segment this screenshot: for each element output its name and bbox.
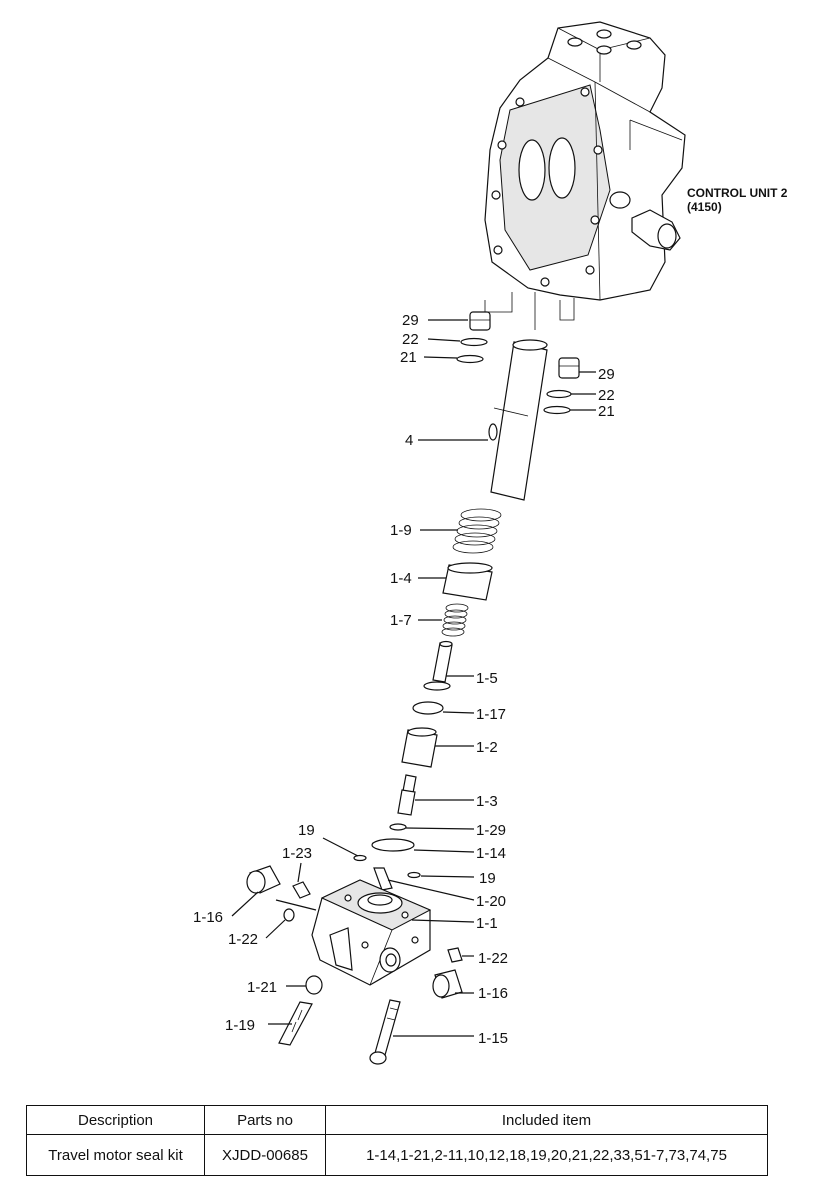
part-1-3-pin <box>397 774 417 816</box>
label-1-19: 1-19 <box>225 1017 255 1034</box>
label-1-29: 1-29 <box>476 822 506 839</box>
label-4: 4 <box>405 432 413 449</box>
label-1-20: 1-20 <box>476 893 506 910</box>
part-1-1-body <box>311 879 432 986</box>
label-1-22-right: 1-22 <box>478 950 508 967</box>
header-parts-no: Parts no <box>204 1105 326 1135</box>
label-19-left: 19 <box>298 822 315 839</box>
cell-included-item: 1-14,1-21,2-11,10,12,18,19,20,21,22,33,5… <box>325 1134 768 1176</box>
part-1-22-right <box>447 947 463 963</box>
part-1-7-spring <box>441 603 469 637</box>
part-4-spool <box>488 339 548 501</box>
cell-parts-no: XJDD-00685 <box>204 1134 326 1176</box>
label-29-left: 29 <box>402 312 419 329</box>
table-header-row: Description Parts no Included item <box>26 1105 768 1135</box>
label-1-9: 1-9 <box>390 522 412 539</box>
motor-housing <box>484 21 686 330</box>
part-1-23-plug <box>292 881 311 899</box>
label-1-16-left: 1-16 <box>193 909 223 926</box>
part-29-left <box>469 311 491 331</box>
label-22-left: 22 <box>402 331 419 348</box>
exploded-parts-diagram: CONTROL UNIT 2 (4150) 29 22 21 29 22 21 … <box>193 21 788 1065</box>
label-1-22-left: 1-22 <box>228 931 258 948</box>
header-description: Description <box>26 1105 205 1135</box>
part-1-19-screw <box>278 1001 313 1046</box>
label-1-21: 1-21 <box>247 979 277 996</box>
part-1-20-pin <box>373 867 393 891</box>
label-1-14: 1-14 <box>476 845 506 862</box>
part-21-right <box>543 405 571 415</box>
label-29-right: 29 <box>598 366 615 383</box>
part-22-left <box>460 337 488 347</box>
part-1-16-left <box>246 865 281 894</box>
label-1-7: 1-7 <box>390 612 412 629</box>
seal-kit-table: Description Parts no Included item Trave… <box>26 1105 768 1176</box>
part-1-16-right <box>432 969 463 999</box>
header-included-item: Included item <box>325 1105 768 1135</box>
part-19-right <box>407 871 421 879</box>
label-1-16-right: 1-16 <box>478 985 508 1002</box>
label-21-left: 21 <box>400 349 417 366</box>
label-1-15: 1-15 <box>478 1030 508 1047</box>
label-1-1: 1-1 <box>476 915 498 932</box>
part-1-14-oring <box>371 838 415 852</box>
part-1-9-spring <box>452 508 502 554</box>
part-19-left <box>353 854 367 862</box>
part-1-29-ring <box>389 823 407 831</box>
part-1-5-poppet <box>423 640 453 691</box>
part-29-right <box>558 357 580 379</box>
label-1-3: 1-3 <box>476 793 498 810</box>
part-22-right <box>546 389 572 399</box>
label-1-5: 1-5 <box>476 670 498 687</box>
part-1-15-bolt <box>369 999 401 1065</box>
cell-description: Travel motor seal kit <box>26 1134 205 1176</box>
label-1-23: 1-23 <box>282 845 312 862</box>
part-1-2-sleeve <box>401 727 438 768</box>
table-row: Travel motor seal kit XJDD-00685 1-14,1-… <box>26 1134 768 1176</box>
part-1-4-sleeve <box>442 562 493 601</box>
part-1-21-plug <box>305 975 323 995</box>
label-control-unit-ref: (4150) <box>687 200 722 214</box>
label-21-right: 21 <box>598 403 615 420</box>
label-19-right: 19 <box>479 870 496 887</box>
leader-lines <box>231 319 596 1037</box>
label-1-2: 1-2 <box>476 739 498 756</box>
label-1-4: 1-4 <box>390 570 412 587</box>
label-control-unit: CONTROL UNIT 2 <box>687 186 788 200</box>
label-22-right: 22 <box>598 387 615 404</box>
label-1-17: 1-17 <box>476 706 506 723</box>
part-1-22-left <box>283 908 295 922</box>
part-1-17-ring <box>412 701 444 715</box>
part-21-left <box>456 354 484 364</box>
